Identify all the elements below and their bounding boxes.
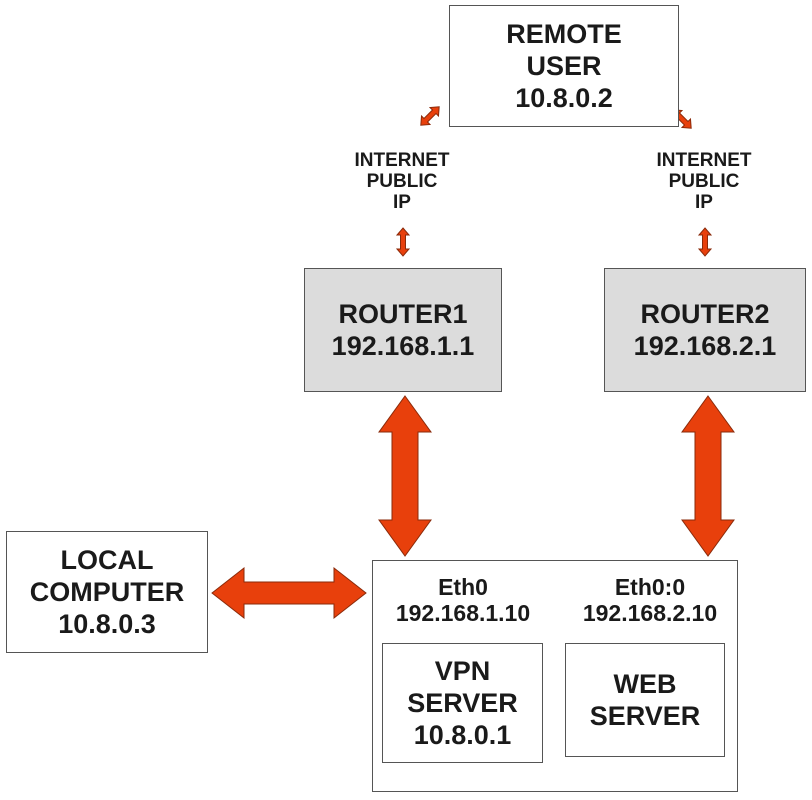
web-server-line-1: WEB [613,669,677,699]
arrow-local-computer-to-eth0 [211,566,367,620]
web-server-box: WEB SERVER [565,643,725,757]
remote-user-ip: 10.8.0.2 [515,83,613,113]
internet-right-line-2: PUBLIC [668,171,740,192]
eth0-interface: Eth0 192.168.1.10 [374,574,552,626]
arrow-internet-to-router1 [395,227,411,257]
arrow-internet-to-router2 [697,227,713,257]
eth0-0-name: Eth0:0 [614,574,686,600]
router1-ip: 192.168.1.1 [331,331,475,361]
local-computer-line-2: COMPUTER [29,577,185,607]
internet-right-line-3: IP [695,192,713,213]
remote-user-box: REMOTE USER 10.8.0.2 [449,5,679,127]
vpn-server-box: VPN SERVER 10.8.0.1 [382,643,543,763]
arrow-router1-to-eth0 [378,395,432,557]
local-computer-box: LOCAL COMPUTER 10.8.0.3 [6,531,208,653]
eth0-name: Eth0 [438,574,488,600]
router2-box: ROUTER2 192.168.2.1 [604,268,806,392]
internet-left-line-2: PUBLIC [366,171,438,192]
internet-left-line-3: IP [393,192,411,213]
arrow-router2-to-eth0-0 [681,395,735,557]
arrow-remote-to-internet-left [420,106,440,126]
internet-left-line-1: INTERNET [354,150,450,171]
vpn-server-line-2: SERVER [407,688,518,718]
router2-ip: 192.168.2.1 [633,331,777,361]
eth0-0-interface: Eth0:0 192.168.2.10 [562,574,738,626]
internet-public-ip-right: INTERNET PUBLIC IP [634,150,774,213]
vpn-server-line-1: VPN [434,656,491,686]
router2-name: ROUTER2 [640,299,770,329]
local-computer-line-1: LOCAL [60,545,154,575]
remote-user-line-2: USER [526,51,602,81]
internet-right-line-1: INTERNET [656,150,752,171]
vpn-server-ip: 10.8.0.1 [413,720,512,750]
internet-public-ip-left: INTERNET PUBLIC IP [332,150,472,213]
eth0-ip: 192.168.1.10 [395,600,531,626]
web-server-line-2: SERVER [589,701,701,731]
router1-name: ROUTER1 [338,299,468,329]
router1-box: ROUTER1 192.168.1.1 [304,268,502,392]
eth0-0-ip: 192.168.2.10 [582,600,718,626]
local-computer-ip: 10.8.0.3 [58,609,156,639]
remote-user-line-1: REMOTE [506,19,622,49]
